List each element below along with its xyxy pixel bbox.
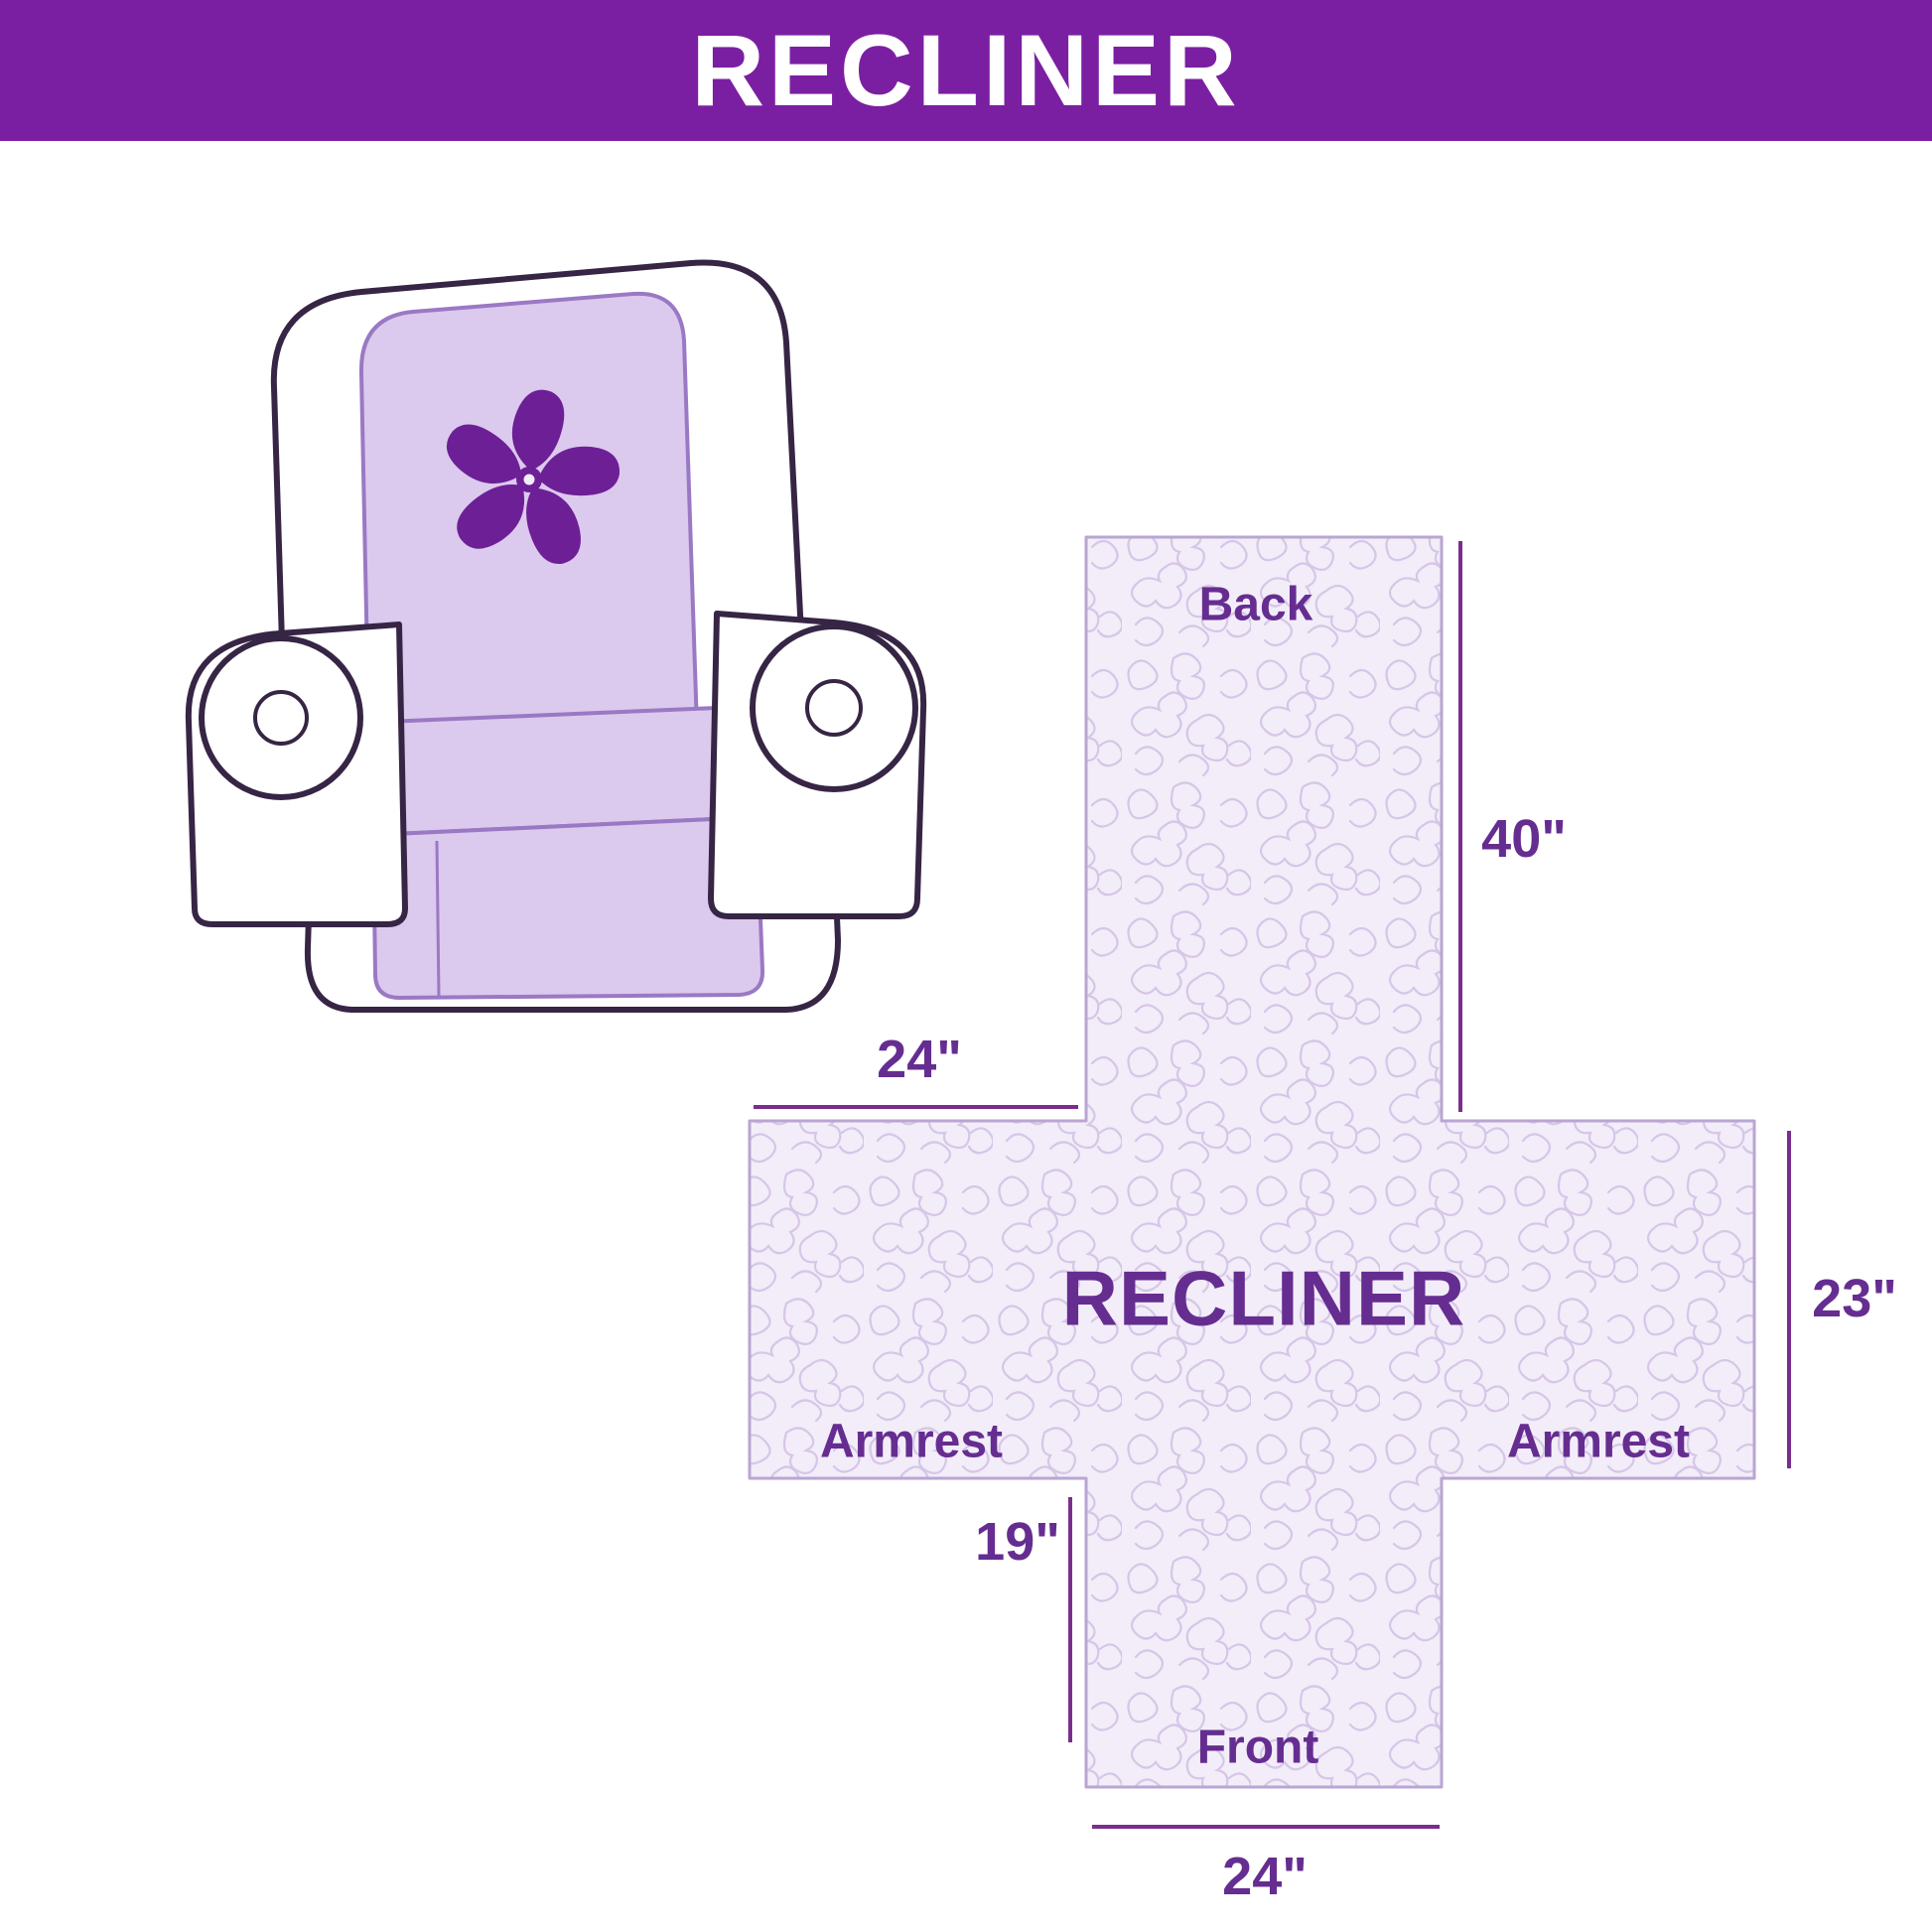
recliner-chair-illustration	[185, 259, 927, 1013]
label-armrest-left: Armrest	[819, 1415, 1004, 1468]
label-front: Front	[1196, 1721, 1319, 1774]
dim-back-height: 40"	[1481, 809, 1567, 869]
label-armrest-right: Armrest	[1506, 1415, 1691, 1468]
dim-line-top-width	[754, 1105, 1078, 1109]
chair-right-arm	[708, 611, 927, 919]
dim-line-front-height	[1068, 1497, 1072, 1742]
cover-cross-shape	[748, 535, 1756, 1789]
dim-front-height: 19"	[975, 1512, 1060, 1572]
cover-front-seam	[435, 840, 441, 997]
title-banner: RECLINER	[0, 0, 1932, 141]
cover-front-flap	[371, 815, 765, 1000]
cross-outline	[748, 535, 1756, 1789]
dim-line-armrest-height	[1787, 1131, 1791, 1468]
page-title: RECLINER	[691, 14, 1241, 127]
label-back: Back	[1198, 578, 1313, 631]
pinwheel-logo-icon	[446, 389, 621, 565]
dim-line-front-width	[1092, 1825, 1440, 1829]
dim-top-width: 24"	[877, 1030, 962, 1089]
cross-center-title: RECLINER	[1061, 1254, 1466, 1342]
dim-armrest-height: 23"	[1812, 1269, 1897, 1328]
dim-front-width: 24"	[1222, 1847, 1308, 1906]
dim-line-back-height	[1458, 541, 1462, 1112]
cover-seat-panel	[371, 706, 759, 837]
chair-left-arm	[185, 621, 408, 927]
